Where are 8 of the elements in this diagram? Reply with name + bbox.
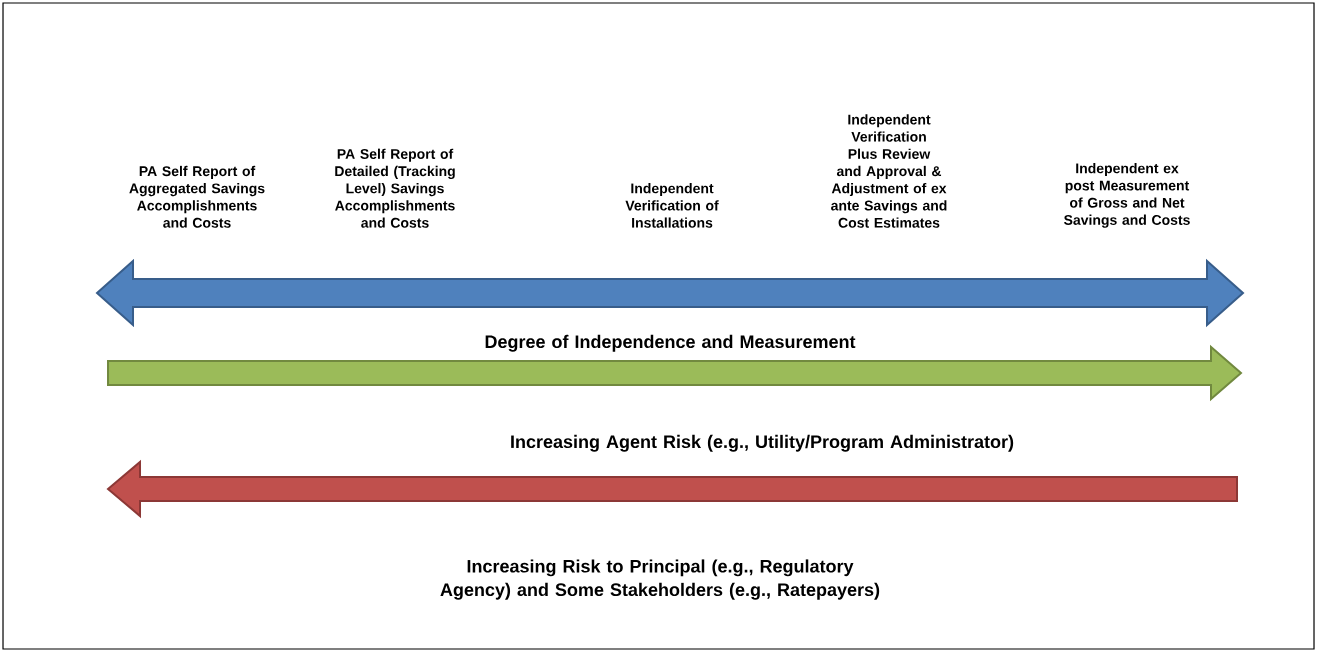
arrow-caption: Increasing Agent Risk (e.g., Utility/Program Administrator) (511, 434, 1014, 452)
arrow-caption: Degree of Independence and Measurement (485, 334, 856, 352)
stage-heading: Independent Verification Plus Review and Approval & Adjustment of ex ante Savings and Cost Estimates (831, 114, 947, 228)
arrow-caption: Increasing Risk to Principal (e.g., Regulatory Agency) and Some Stakeholders (e.g., Ratepayers) (440, 559, 880, 600)
stage-heading: PA Self Report of Aggregated Savings Accomplishments and Costs (129, 165, 265, 228)
stage-heading: Independent ex post Measurement of Gross and Net Savings and Costs (1064, 163, 1190, 228)
stage-heading: Independent Verification of Installations (625, 183, 719, 228)
stage-heading: PA Self Report of Detailed (Tracking Level) Savings Accomplishments and Costs (335, 148, 455, 228)
